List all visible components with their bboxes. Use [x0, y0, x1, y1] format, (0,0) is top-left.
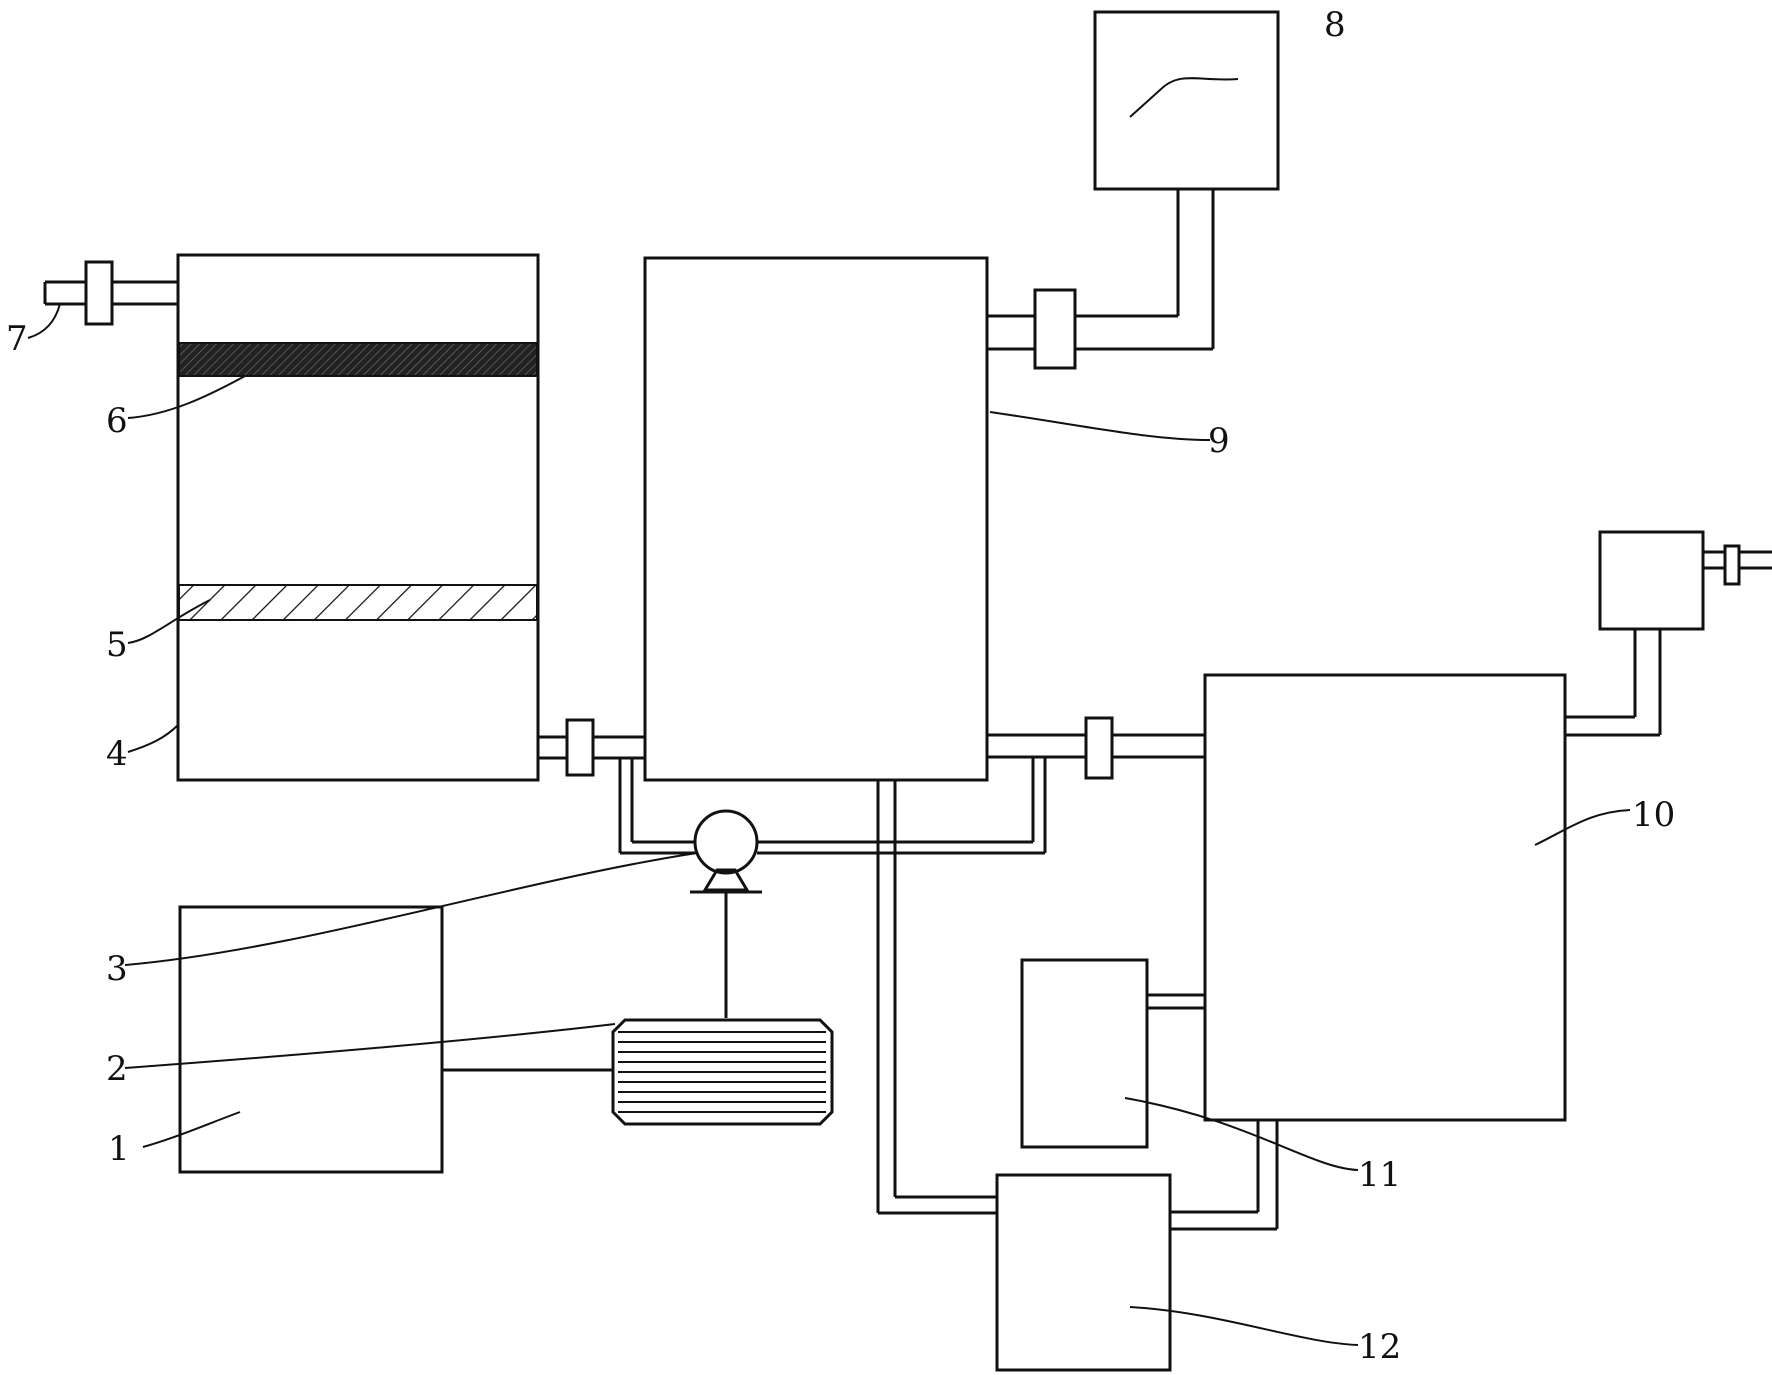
- layer-6-dense: [178, 342, 538, 377]
- label-4: 4: [106, 734, 128, 774]
- pipe-11-to-10: [1147, 993, 1205, 1010]
- label-9: 9: [1208, 421, 1230, 461]
- tank-10: [1203, 673, 1567, 1122]
- label-11: 11: [1358, 1155, 1401, 1195]
- layer-5-hatched: [178, 584, 538, 621]
- pipe-9-to-12: [876, 780, 997, 1215]
- box-12: [995, 1173, 1172, 1372]
- filter-column-4: [176, 253, 540, 782]
- pump-loop-piping: [618, 757, 1047, 855]
- pipe-9-to-8: [987, 189, 1215, 370]
- motor-2: [442, 1018, 834, 1126]
- small-box-top-right: [1565, 530, 1772, 737]
- label-8: 8: [1324, 5, 1346, 45]
- pipe-4-to-9: [538, 718, 645, 777]
- box-8: [1093, 10, 1280, 191]
- box-11: [1020, 958, 1149, 1149]
- tank-9: [643, 256, 989, 782]
- label-6: 6: [106, 401, 128, 441]
- label-7: 7: [6, 319, 28, 359]
- label-2: 2: [106, 1049, 128, 1089]
- callout-labels: 1 2 3 4 5 6 7 8 9 10 11 12: [6, 5, 1675, 1367]
- outlet-7: [43, 260, 178, 326]
- valve-9-8: [1033, 288, 1077, 370]
- label-10: 10: [1632, 795, 1675, 835]
- label-3: 3: [106, 949, 128, 989]
- valve-4-9: [565, 718, 595, 777]
- label-1: 1: [108, 1129, 130, 1169]
- valve-9-10: [1084, 716, 1114, 780]
- label-5: 5: [106, 625, 128, 665]
- box-1: [178, 905, 444, 1174]
- pipe-9-to-10: [987, 716, 1205, 780]
- label-12: 12: [1358, 1327, 1401, 1367]
- valve-7: [84, 260, 114, 326]
- pipe-12-to-10: [1170, 1120, 1279, 1231]
- valve-top-right: [1723, 544, 1741, 586]
- pump-3: [690, 809, 762, 1018]
- leader-lines: [27, 77, 1631, 1346]
